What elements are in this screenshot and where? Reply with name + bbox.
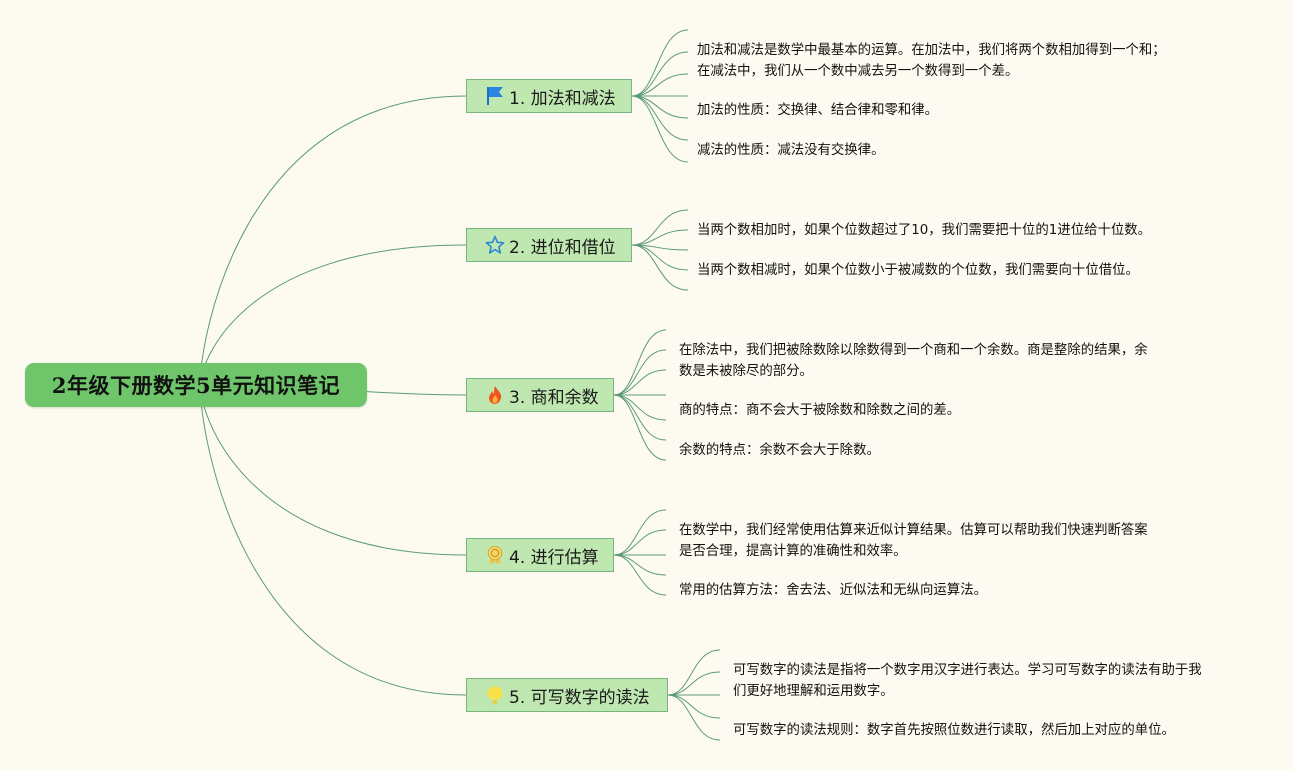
note-text: 减法的性质：减法没有交换律。 bbox=[697, 143, 885, 158]
leaf-line-1-3 bbox=[631, 73, 689, 97]
leaf-line-4-5 bbox=[613, 554, 667, 596]
lightbulb-icon bbox=[485, 685, 505, 705]
topic-number-reading[interactable]: 5. 可写数字的读法 bbox=[466, 678, 668, 712]
leaf-line-3-3 bbox=[613, 369, 667, 396]
leaf-line-5-2 bbox=[667, 671, 721, 696]
fire-icon bbox=[485, 385, 505, 405]
leaf-line-4-4 bbox=[613, 554, 667, 576]
leaf-line-2-5 bbox=[631, 244, 689, 291]
leaf-line-5-5 bbox=[667, 694, 721, 741]
star-outline-icon bbox=[485, 235, 505, 255]
note-text: 余数的特点：余数不会大于除数。 bbox=[679, 443, 880, 458]
root-title: 2年级下册数学5单元知识笔记 bbox=[51, 373, 341, 398]
note-text: 可写数字的读法规则：数字首先按照位数进行读取，然后加上对应的单位。 bbox=[733, 723, 1175, 738]
topic-estimation[interactable]: 4. 进行估算 bbox=[466, 538, 614, 572]
leaf-line-1-1 bbox=[631, 29, 689, 97]
leaf-line-1-2 bbox=[631, 51, 689, 97]
topic-label: 3. 商和余数 bbox=[509, 387, 599, 408]
topic-quotient-remainder[interactable]: 3. 商和余数 bbox=[466, 378, 614, 412]
topic-label: 1. 加法和减法 bbox=[509, 88, 616, 109]
leaf-line-4-1 bbox=[613, 509, 667, 556]
note-text: 商的特点：商不会大于被除数和除数之间的差。 bbox=[679, 403, 961, 418]
leaf-line-1-7 bbox=[631, 95, 689, 163]
branch-line-1 bbox=[199, 95, 467, 386]
topic-label: 5. 可写数字的读法 bbox=[509, 687, 650, 708]
leaf-line-5-4 bbox=[667, 694, 721, 719]
blue-flag-icon bbox=[485, 86, 505, 106]
note-text: 加法的性质：交换律、结合律和零和律。 bbox=[697, 103, 939, 118]
topic-label: 2. 进位和借位 bbox=[509, 237, 616, 258]
note-text: 在除法中，我们把被除数除以除数得到一个商和一个余数。商是整除的结果，余 数是未被… bbox=[679, 343, 1148, 379]
leaf-line-4-2 bbox=[613, 529, 667, 556]
topic-carry-borrow[interactable]: 2. 进位和借位 bbox=[466, 228, 632, 262]
leaf-line-3-2 bbox=[613, 349, 667, 396]
note-text: 常用的估算方法：舍去法、近似法和无纵向运算法。 bbox=[679, 583, 987, 598]
leaf-line-3-5 bbox=[613, 394, 667, 421]
note-text: 可写数字的读法是指将一个数字用汉字进行表达。学习可写数字的读法有助于我 们更好地… bbox=[733, 663, 1202, 699]
leaf-line-2-1 bbox=[631, 209, 689, 246]
medal-icon bbox=[485, 545, 505, 565]
note-text: 在数学中，我们经常使用估算来近似计算结果。估算可以帮助我们快速判断答案 是否合理… bbox=[679, 523, 1148, 559]
leaf-line-2-4 bbox=[631, 244, 689, 271]
note-text: 加法和减法是数学中最基本的运算。在加法中，我们将两个数相加得到一个和； 在减法中… bbox=[697, 43, 1166, 79]
branch-line-4 bbox=[199, 384, 467, 556]
topic-addition-subtraction[interactable]: 1. 加法和减法 bbox=[466, 79, 632, 113]
leaf-line-1-6 bbox=[631, 95, 689, 141]
leaf-line-3-7 bbox=[613, 394, 667, 461]
leaf-line-5-1 bbox=[667, 649, 721, 696]
topic-label: 4. 进行估算 bbox=[509, 547, 599, 568]
branch-line-5 bbox=[199, 384, 467, 696]
leaf-line-3-6 bbox=[613, 394, 667, 441]
leaf-line-2-2 bbox=[631, 229, 689, 246]
leaf-line-3-1 bbox=[613, 329, 667, 396]
note-text: 当两个数相加时，如果个位数超过了10，我们需要把十位的1进位给十位数。 bbox=[697, 223, 1152, 238]
root-topic[interactable]: 2年级下册数学5单元知识笔记 bbox=[25, 363, 367, 407]
note-text: 当两个数相减时，如果个位数小于被减数的个位数，我们需要向十位借位。 bbox=[697, 263, 1139, 278]
